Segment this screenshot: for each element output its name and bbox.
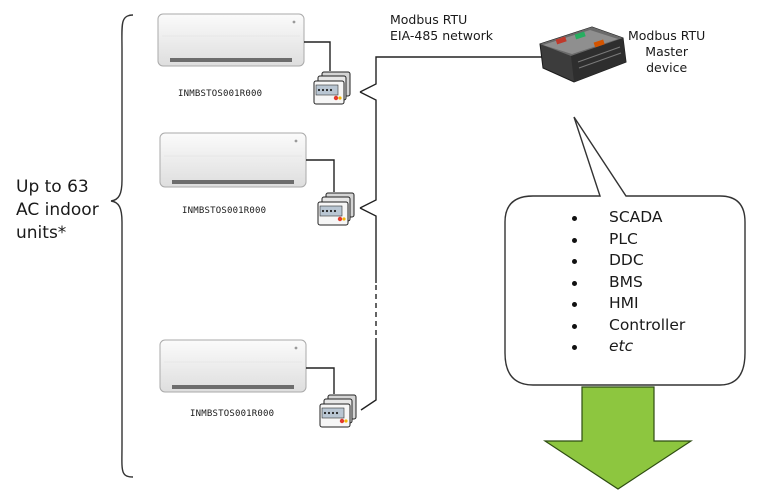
modbus-master-device xyxy=(539,26,627,83)
system-item: Controller xyxy=(570,315,685,337)
units-brace xyxy=(110,14,134,478)
master-label-line: Master xyxy=(645,44,688,59)
gateway-model-label: INMBSTOS001R000 xyxy=(178,89,263,99)
system-item: SCADA xyxy=(570,207,685,229)
gateway-device-2 xyxy=(317,192,355,226)
systems-speech-bubble xyxy=(504,116,746,386)
system-item: PLC xyxy=(570,229,685,251)
system-item: etc xyxy=(570,336,685,358)
gateway-model-label: INMBSTOS001R000 xyxy=(182,206,267,216)
gateway-device-1 xyxy=(313,71,351,105)
network-label: Modbus RTU EIA-485 network xyxy=(390,12,493,44)
ac-to-gateway-cables xyxy=(304,41,335,394)
eia485-bus-line xyxy=(359,56,545,411)
gateway-model-label: INMBSTOS001R000 xyxy=(190,409,275,419)
system-item: DDC xyxy=(570,250,685,272)
units-count-line: AC indoor xyxy=(16,200,99,220)
master-label-line: device xyxy=(646,60,688,75)
systems-list: SCADA PLC DDC BMS HMI Controller etc xyxy=(570,207,685,358)
ac-indoor-unit-3 xyxy=(159,339,307,393)
gateway-device-3 xyxy=(319,394,357,428)
master-label-line: Modbus RTU xyxy=(628,28,706,43)
down-arrow-icon xyxy=(542,386,694,490)
network-label-line: Modbus RTU xyxy=(390,12,468,27)
system-item: BMS xyxy=(570,272,685,294)
ac-indoor-unit-2 xyxy=(159,132,307,188)
units-count-line: Up to 63 xyxy=(16,177,89,197)
system-item: HMI xyxy=(570,293,685,315)
master-device-label: Modbus RTU Master device xyxy=(628,28,705,76)
units-count-line: units* xyxy=(16,223,67,243)
units-count-label: Up to 63 AC indoor units* xyxy=(16,176,99,245)
ac-indoor-unit-1 xyxy=(157,13,305,67)
network-label-line: EIA-485 network xyxy=(390,28,493,43)
